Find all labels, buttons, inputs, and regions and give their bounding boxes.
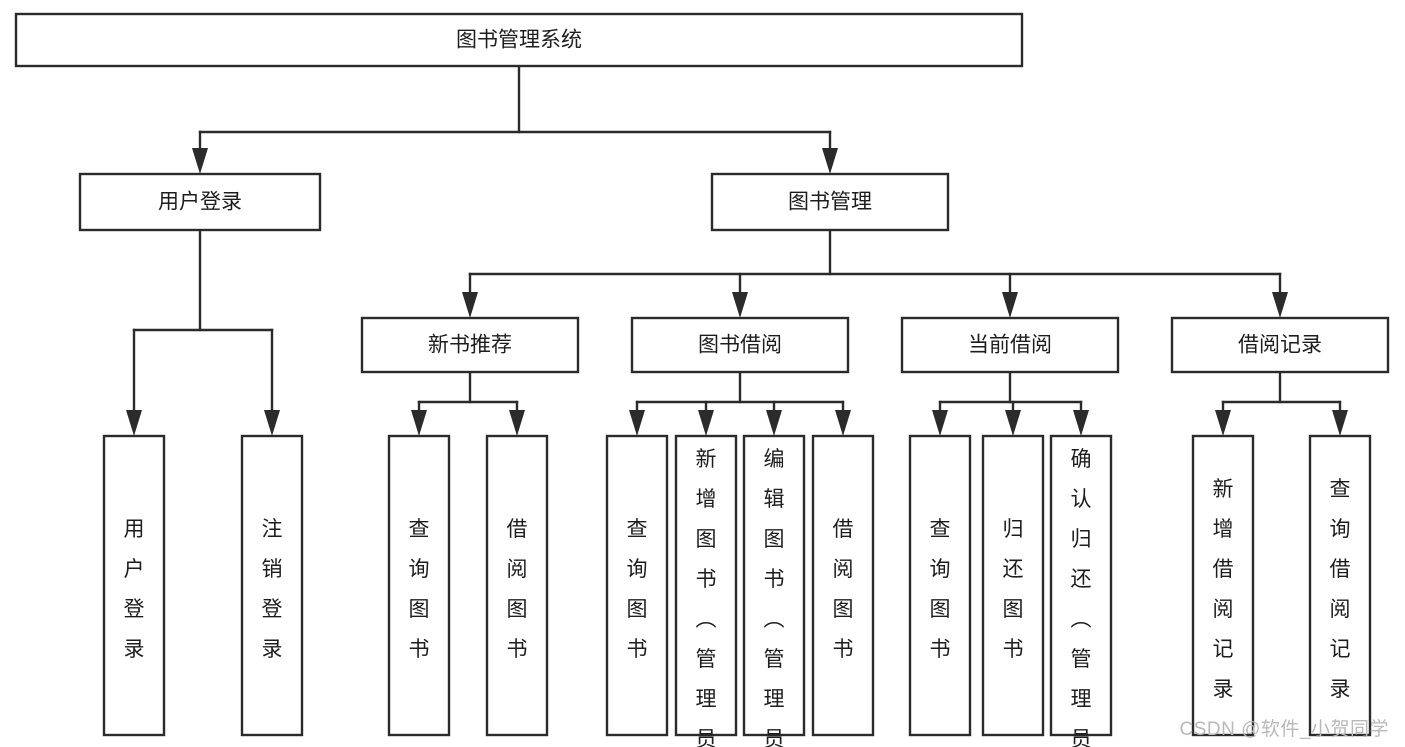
node-box-root[interactable]	[14, 12, 1024, 68]
node-leaf-add-book[interactable]: 新增图书︵管理员︶	[674, 434, 738, 747]
node-box-leaf-query-book-3[interactable]	[908, 434, 972, 737]
node-box-leaf-logout[interactable]	[240, 434, 304, 737]
edges-layer	[126, 64, 1348, 436]
node-label-leaf-query-book-3: 查询图书	[930, 518, 951, 661]
node-label-new-book-rec: 新书推荐	[428, 334, 512, 357]
node-label-leaf-return-book: 归还图书	[1003, 518, 1024, 661]
node-box-leaf-query-book-1[interactable]	[387, 434, 451, 737]
node-label-leaf-query-book-2: 查询图书	[627, 518, 648, 661]
node-label-leaf-borrow-book-1: 借阅图书	[507, 518, 528, 661]
node-current-borrow[interactable]: 当前借阅	[900, 316, 1120, 374]
node-box-current-borrow[interactable]	[900, 316, 1120, 374]
node-leaf-query-book-3[interactable]: 查询图书	[908, 434, 972, 737]
node-user-login[interactable]: 用户登录	[78, 172, 322, 232]
node-leaf-edit-book[interactable]: 编辑图书︵管理员︶	[742, 434, 806, 747]
node-box-book-manage[interactable]	[710, 172, 950, 232]
node-box-leaf-user-login[interactable]	[102, 434, 166, 737]
node-root[interactable]: 图书管理系统	[14, 12, 1024, 68]
node-leaf-query-record[interactable]: 查询借阅记录	[1308, 434, 1372, 737]
node-box-leaf-edit-book[interactable]	[742, 434, 806, 737]
node-label-leaf-edit-book: 编辑图书︵管理员︶	[764, 448, 785, 747]
node-leaf-borrow-book-1[interactable]: 借阅图书	[485, 434, 549, 737]
node-label-leaf-query-record: 查询借阅记录	[1330, 478, 1351, 701]
nodes-layer: 图书管理系统用户登录图书管理新书推荐图书借阅当前借阅借阅记录用户登录注销登录查询…	[14, 12, 1390, 747]
node-leaf-query-book-2[interactable]: 查询图书	[605, 434, 669, 737]
node-box-leaf-add-record[interactable]	[1191, 434, 1255, 737]
node-box-leaf-query-book-2[interactable]	[605, 434, 669, 737]
node-label-root: 图书管理系统	[456, 29, 582, 52]
node-box-leaf-query-record[interactable]	[1308, 434, 1372, 737]
node-box-leaf-add-book[interactable]	[674, 434, 738, 737]
node-leaf-add-record[interactable]: 新增借阅记录	[1191, 434, 1255, 737]
node-box-new-book-rec[interactable]	[360, 316, 580, 374]
node-book-manage[interactable]: 图书管理	[710, 172, 950, 232]
node-box-leaf-confirm-return[interactable]	[1049, 434, 1113, 737]
node-borrow-record[interactable]: 借阅记录	[1170, 316, 1390, 374]
node-label-leaf-add-book: 新增图书︵管理员︶	[696, 448, 717, 747]
node-label-leaf-add-record: 新增借阅记录	[1213, 478, 1234, 701]
node-label-leaf-user-login: 用户登录	[124, 518, 145, 661]
node-box-leaf-return-book[interactable]	[981, 434, 1045, 737]
node-book-borrow[interactable]: 图书借阅	[630, 316, 850, 374]
node-leaf-return-book[interactable]: 归还图书	[981, 434, 1045, 737]
node-leaf-borrow-book-2[interactable]: 借阅图书	[811, 434, 875, 737]
node-label-book-manage: 图书管理	[788, 191, 872, 214]
node-box-book-borrow[interactable]	[630, 316, 850, 374]
node-label-leaf-borrow-book-2: 借阅图书	[833, 518, 854, 661]
node-box-user-login[interactable]	[78, 172, 322, 232]
node-leaf-query-book-1[interactable]: 查询图书	[387, 434, 451, 737]
node-leaf-user-login[interactable]: 用户登录	[102, 434, 166, 737]
node-box-borrow-record[interactable]	[1170, 316, 1390, 374]
node-label-borrow-record: 借阅记录	[1238, 334, 1322, 357]
node-label-leaf-confirm-return: 确认归还︵管理员︶	[1071, 448, 1092, 747]
node-leaf-confirm-return[interactable]: 确认归还︵管理员︶	[1049, 434, 1113, 747]
node-label-user-login: 用户登录	[158, 191, 242, 214]
node-label-leaf-logout: 注销登录	[262, 518, 283, 661]
node-new-book-rec[interactable]: 新书推荐	[360, 316, 580, 374]
node-box-leaf-borrow-book-2[interactable]	[811, 434, 875, 737]
node-box-leaf-borrow-book-1[interactable]	[485, 434, 549, 737]
node-label-current-borrow: 当前借阅	[968, 334, 1052, 357]
node-label-leaf-query-book-1: 查询图书	[409, 518, 430, 661]
node-leaf-logout[interactable]: 注销登录	[240, 434, 304, 737]
node-label-book-borrow: 图书借阅	[698, 334, 782, 357]
